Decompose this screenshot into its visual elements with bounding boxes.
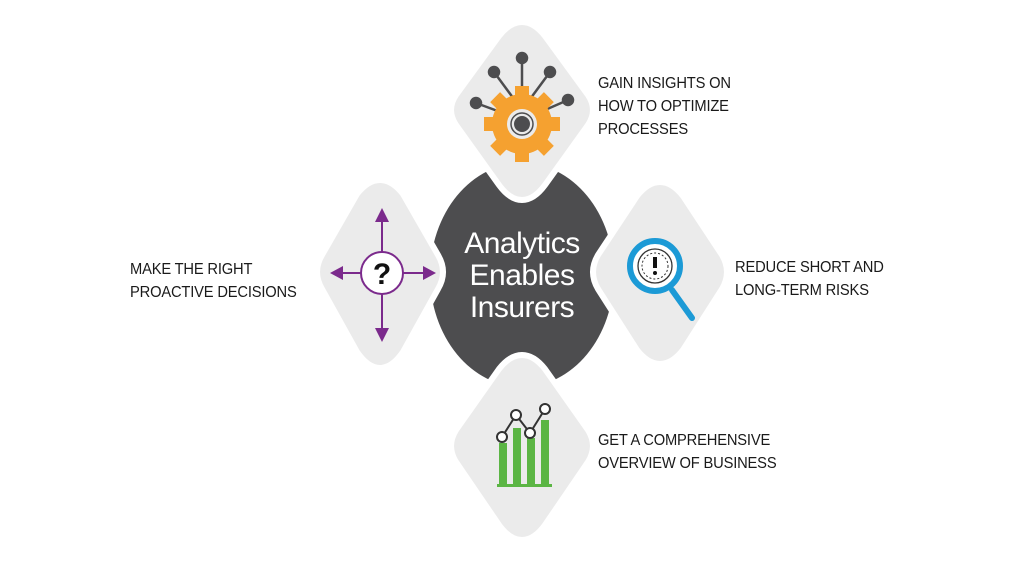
label-left: MAKE THE RIGHT PROACTIVE DECISIONS	[130, 258, 297, 304]
label-right: REDUCE SHORT AND LONG-TERM RISKS	[735, 256, 884, 302]
label-line: PROACTIVE DECISIONS	[130, 284, 297, 301]
center-line: Insurers	[469, 291, 575, 324]
label-line: PROCESSES	[598, 121, 688, 138]
label-line: REDUCE SHORT AND	[735, 259, 884, 276]
gear-network-icon	[469, 51, 575, 162]
center-title: Analytics Enables Insurers	[432, 228, 612, 324]
label-line: GET A COMPREHENSIVE	[598, 432, 771, 449]
label-bottom: GET A COMPREHENSIVE OVERVIEW OF BUSINESS	[598, 429, 777, 475]
question-arrows-icon: ?	[330, 208, 436, 342]
label-line: GAIN INSIGHTS ON	[598, 75, 731, 92]
label-line: OVERVIEW OF BUSINESS	[598, 455, 777, 472]
center-line: Analytics	[464, 227, 580, 260]
magnifier-alert-icon	[627, 238, 695, 321]
center-circle	[430, 163, 614, 387]
label-line: HOW TO OPTIMIZE	[598, 98, 729, 115]
bar-line-chart-icon	[496, 403, 552, 487]
center-line: Enables	[469, 259, 575, 292]
label-line: MAKE THE RIGHT	[130, 261, 253, 278]
label-top: GAIN INSIGHTS ON HOW TO OPTIMIZE PROCESS…	[598, 72, 731, 141]
label-line: LONG-TERM RISKS	[735, 282, 869, 299]
tile-bottom	[448, 351, 596, 544]
svg-text:?: ?	[373, 258, 391, 291]
